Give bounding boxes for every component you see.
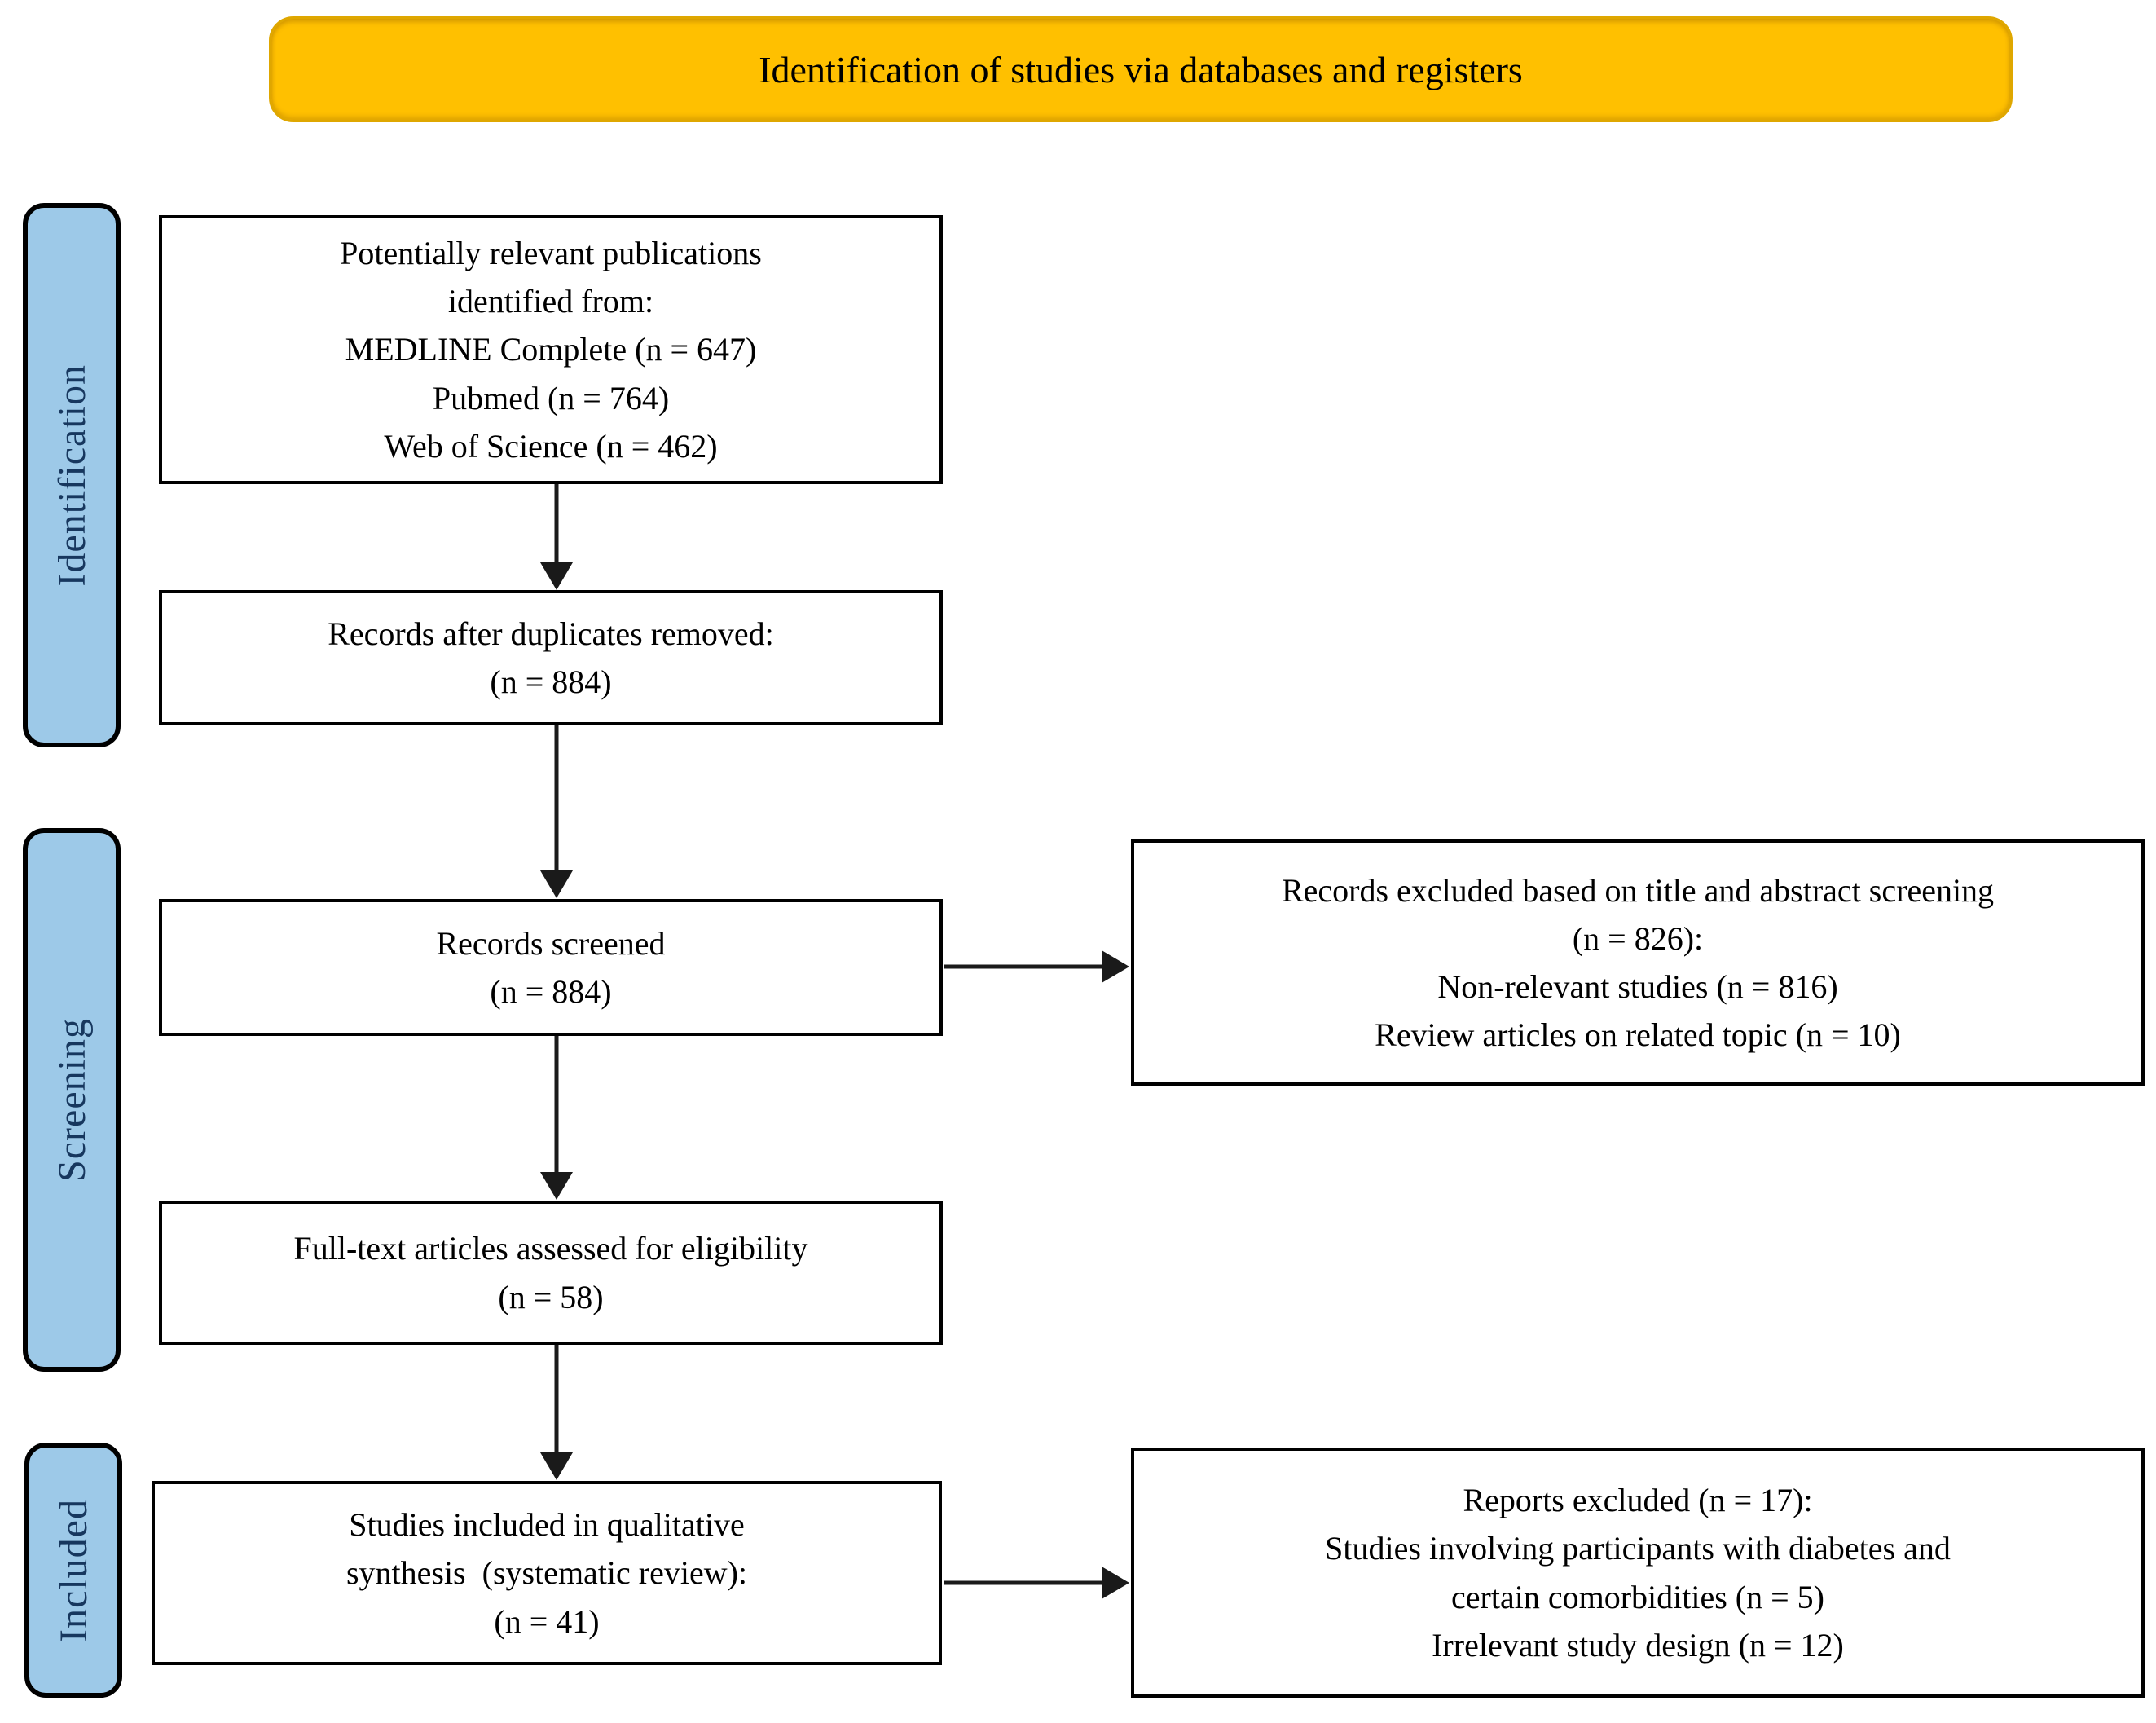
box-studies-included-synthesis-text: Studies included in qualitative synthesi…	[345, 1506, 748, 1640]
box-fulltext-assessed-text: Full-text articles assessed for eligibil…	[293, 1230, 808, 1315]
header-title: Identification of studies via databases …	[759, 48, 1523, 90]
box-potentially-relevant-publications-text: Potentially relevant publications identi…	[340, 235, 762, 465]
box-records-after-duplicates-removed-text: Records after duplicates removed: (n = 8…	[328, 615, 774, 700]
box-fulltext-assessed: Full-text articles assessed for eligibil…	[159, 1201, 943, 1345]
box-reports-excluded: Reports excluded (n = 17): Studies invol…	[1131, 1448, 2145, 1698]
box-reports-excluded-text: Reports excluded (n = 17): Studies invol…	[1325, 1482, 1951, 1664]
box-records-after-duplicates-removed: Records after duplicates removed: (n = 8…	[159, 590, 943, 725]
arrow-fulltext-to-included	[540, 1345, 573, 1480]
stage-tab-identification: Identification	[23, 203, 121, 747]
box-records-screened: Records screened (n = 884)	[159, 899, 943, 1036]
arrow-screened-to-fulltext	[540, 1036, 573, 1200]
arrow-included-to-reports-excluded	[944, 1567, 1129, 1599]
box-records-excluded-title-abstract: Records excluded based on title and abst…	[1131, 839, 2145, 1086]
box-records-screened-text: Records screened (n = 884)	[436, 924, 666, 1010]
box-potentially-relevant-publications: Potentially relevant publications identi…	[159, 215, 943, 484]
box-studies-included-synthesis: Studies included in qualitative synthesi…	[152, 1481, 942, 1665]
stage-tab-included: Included	[24, 1443, 122, 1698]
box-records-excluded-title-abstract-text: Records excluded based on title and abst…	[1281, 871, 1995, 1054]
arrow-screened-to-excluded	[944, 950, 1129, 983]
arrow-duplicates-to-screened	[540, 725, 573, 898]
stage-tab-screening: Screening	[23, 828, 121, 1372]
arrow-sources-to-duplicates	[540, 484, 573, 590]
stage-identification-label: Identification	[50, 364, 94, 587]
header-banner: Identification of studies via databases …	[269, 16, 2013, 122]
stage-screening-label: Screening	[50, 1018, 94, 1182]
stage-included-label: Included	[51, 1498, 95, 1642]
